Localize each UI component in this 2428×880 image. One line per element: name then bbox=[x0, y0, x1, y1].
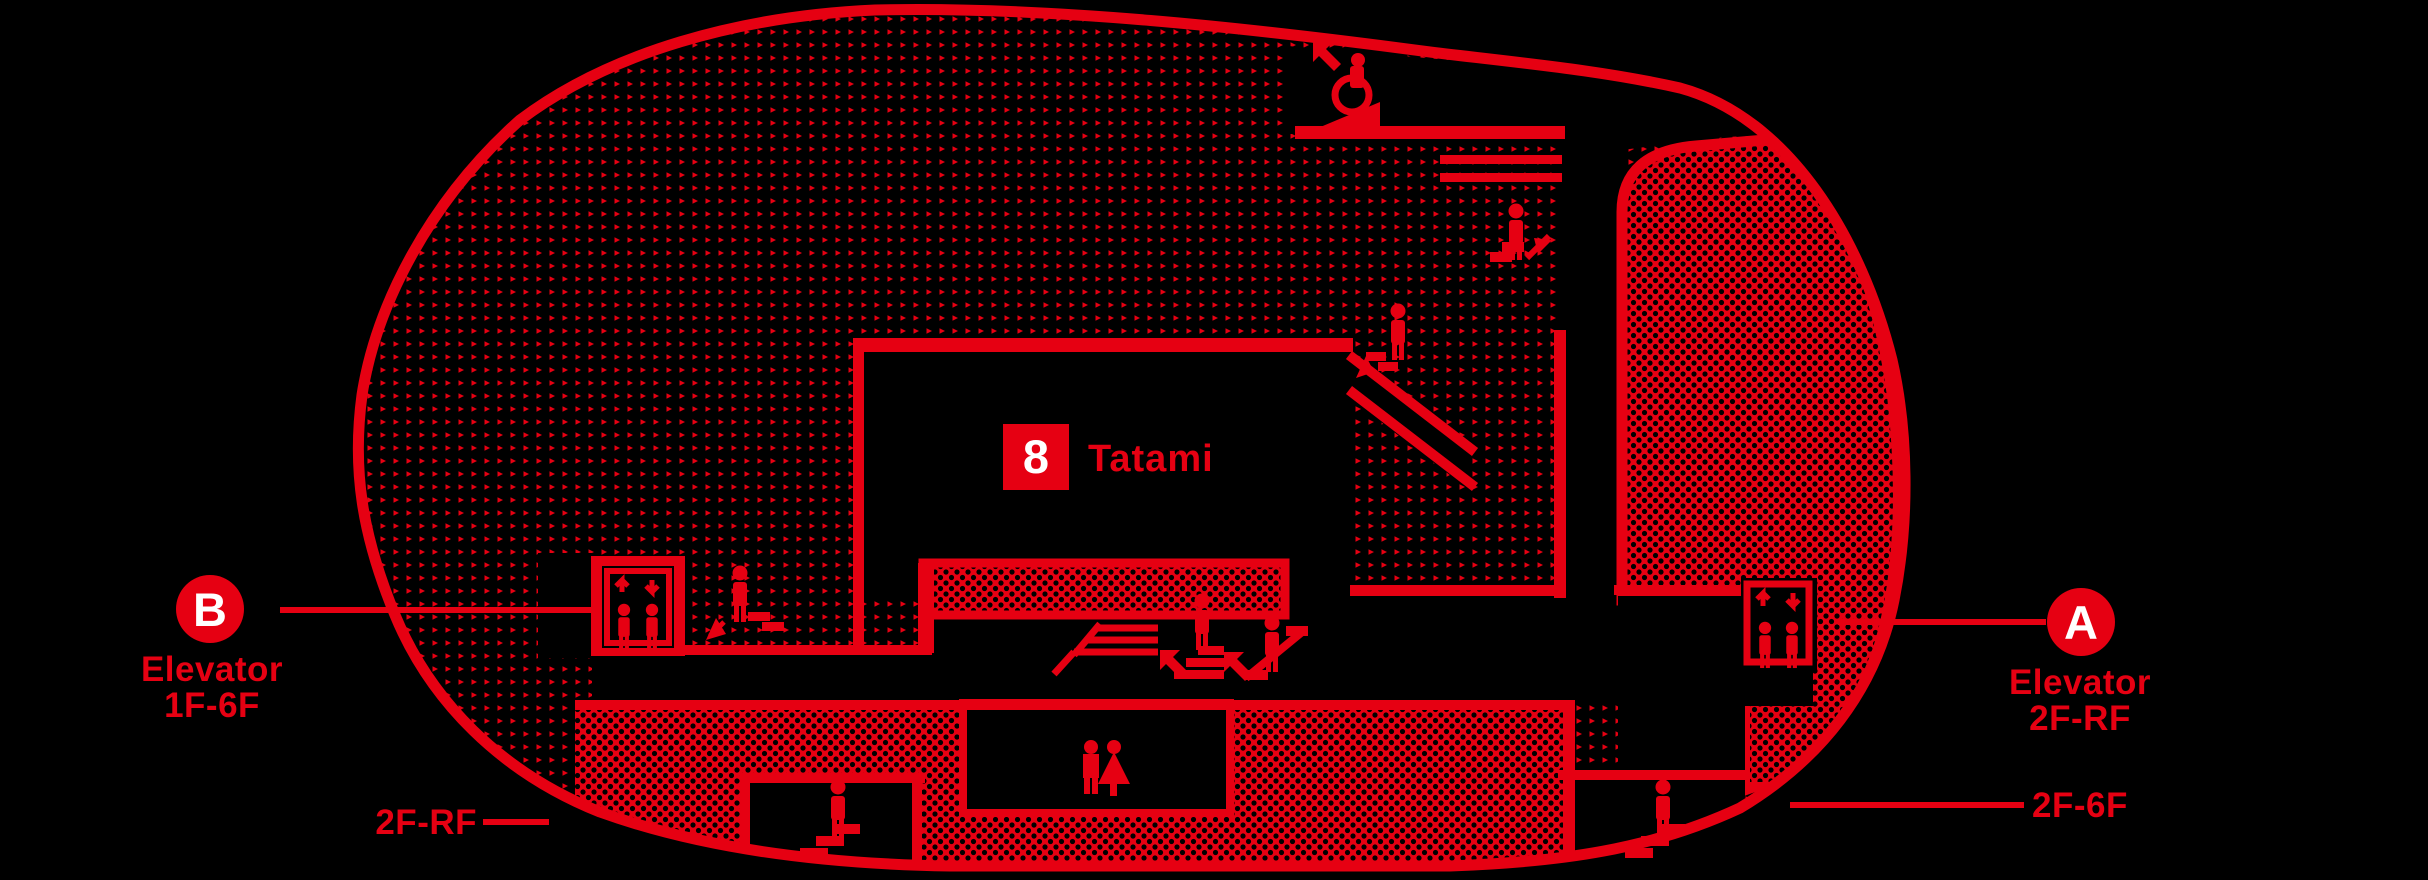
stair-line-1 bbox=[1440, 155, 1562, 164]
elevator-b-label: Elevator bbox=[141, 650, 283, 689]
labels-layer: B Elevator 1F-6F A Elevator 2F-RF 2F-RF … bbox=[141, 424, 2151, 842]
icons-layer bbox=[591, 42, 1817, 858]
alcove-left-top-wall bbox=[740, 773, 925, 783]
escalator-down-icon bbox=[1490, 203, 1552, 262]
tatami-top-wall bbox=[853, 338, 1353, 352]
room-name: Tatami bbox=[1088, 438, 1214, 480]
strip-end-cap bbox=[918, 563, 934, 653]
east-room-bottom-wall bbox=[1614, 585, 1750, 595]
alcove-right-top-wall bbox=[1558, 770, 1748, 780]
elevator-a-label: Elevator bbox=[2009, 663, 2151, 702]
elevator-b-badge bbox=[176, 575, 244, 643]
restroom-icon bbox=[1083, 740, 1130, 796]
stairs-up-icon bbox=[1160, 593, 1224, 679]
corridor-west-wall bbox=[1554, 330, 1566, 598]
room-number-badge bbox=[1003, 424, 1069, 490]
elevator-a-channel bbox=[1618, 596, 1745, 774]
ramp-wall bbox=[1295, 126, 1565, 139]
stairs-icon-near-elevator-b bbox=[706, 565, 784, 640]
hall-south-wall bbox=[592, 645, 932, 655]
room-number: 8 bbox=[1023, 430, 1049, 483]
wheelchair-ramp-icon bbox=[1313, 42, 1380, 128]
elevator-icon-a bbox=[1741, 578, 1817, 670]
alcove-left-west-wall bbox=[740, 773, 750, 862]
elevator-a-lower-gap bbox=[1743, 666, 1813, 706]
elevator-b-floors: 1F-6F bbox=[164, 686, 260, 725]
elevator-a-letter: A bbox=[2064, 596, 2098, 649]
stairs-label-right: 2F-6F bbox=[2032, 786, 2128, 825]
elevator-a-floors: 2F-RF bbox=[2029, 699, 2131, 738]
stairs-down-icon bbox=[1356, 303, 1406, 378]
leader-lines bbox=[280, 607, 2046, 825]
escalator-up-icon bbox=[1224, 615, 1308, 682]
tatami-left-wall bbox=[853, 338, 864, 650]
stairs-plan-lines-icon bbox=[1051, 621, 1158, 677]
walls bbox=[575, 126, 1750, 862]
stairs-label-left: 2F-RF bbox=[375, 803, 477, 842]
west-corridor-pocket bbox=[538, 553, 595, 658]
pocket-bottom-wall bbox=[1350, 585, 1566, 596]
elevator-icon-b bbox=[591, 556, 685, 656]
central-hatch-strip bbox=[918, 558, 1290, 620]
tatami-room bbox=[862, 352, 1353, 598]
alcove-right-west-wall bbox=[1563, 700, 1575, 862]
alcove-left-east-wall bbox=[912, 773, 922, 862]
elevator-a-badge bbox=[2047, 588, 2115, 656]
north-south-corridor bbox=[1556, 70, 1622, 598]
elevator-b-letter: B bbox=[193, 583, 227, 636]
south-band-top-wall bbox=[575, 700, 1565, 710]
stair-line-2 bbox=[1440, 173, 1562, 182]
